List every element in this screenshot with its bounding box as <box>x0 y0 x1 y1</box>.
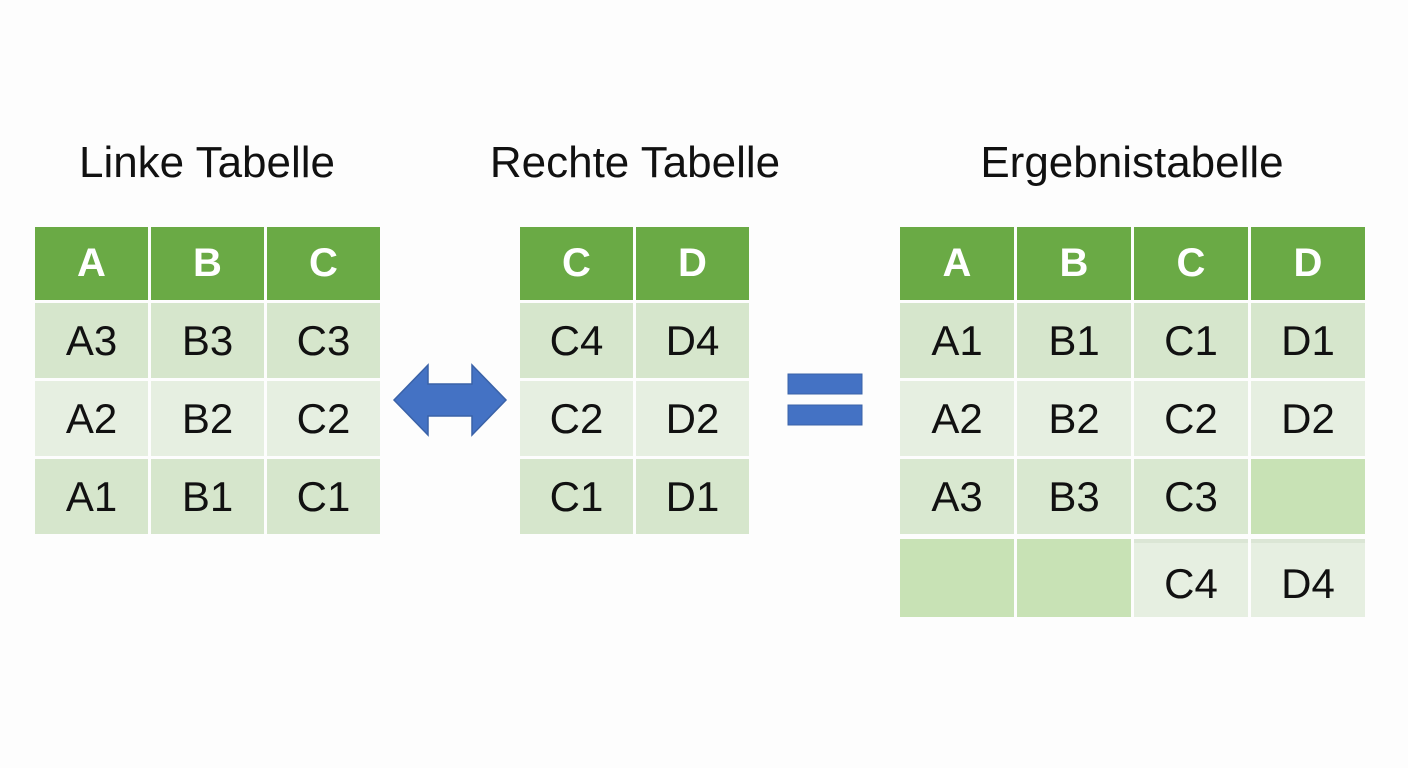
left-table: A B C A3 B3 C3 A2 B2 C2 A1 B1 C1 <box>35 227 380 534</box>
table-cell: C1 <box>520 459 633 534</box>
table-cell: C1 <box>267 459 380 534</box>
table-cell: D2 <box>636 381 749 456</box>
right-table-title: Rechte Tabelle <box>489 138 781 187</box>
table-cell: C2 <box>1134 381 1248 456</box>
table-cell: D1 <box>636 459 749 534</box>
result-table: A B C D A1 B1 C1 D1 A2 B2 C2 D2 A3 B3 C3… <box>900 227 1365 617</box>
table-cell: B2 <box>1017 381 1131 456</box>
table-cell: C1 <box>1134 303 1248 378</box>
empty-cell <box>900 539 1014 617</box>
empty-cell <box>1017 539 1131 617</box>
header-cell: C <box>1134 227 1248 300</box>
header-cell: C <box>520 227 633 300</box>
header-cell: A <box>900 227 1014 300</box>
header-cell: B <box>151 227 264 300</box>
header-cell: D <box>1251 227 1365 300</box>
table-cell: B1 <box>151 459 264 534</box>
table-cell: C4 <box>520 303 633 378</box>
right-table: C D C4 D4 C2 D2 C1 D1 <box>520 227 749 534</box>
table-cell: C3 <box>267 303 380 378</box>
table-cell: C4 <box>1134 539 1248 617</box>
table-cell: A3 <box>35 303 148 378</box>
table-cell: B2 <box>151 381 264 456</box>
table-cell: D4 <box>636 303 749 378</box>
table-cell: C2 <box>267 381 380 456</box>
header-cell: C <box>267 227 380 300</box>
header-cell: A <box>35 227 148 300</box>
table-cell: B3 <box>151 303 264 378</box>
empty-cell <box>1251 459 1365 534</box>
double-arrow-icon <box>392 363 508 437</box>
equals-icon <box>787 373 863 426</box>
table-cell: B1 <box>1017 303 1131 378</box>
table-cell: D1 <box>1251 303 1365 378</box>
table-cell: C2 <box>520 381 633 456</box>
table-cell: D4 <box>1251 539 1365 617</box>
table-cell: C3 <box>1134 459 1248 534</box>
table-cell: A1 <box>900 303 1014 378</box>
result-table-title: Ergebnistabelle <box>980 138 1284 187</box>
table-cell: A2 <box>35 381 148 456</box>
header-cell: D <box>636 227 749 300</box>
table-cell: A3 <box>900 459 1014 534</box>
table-cell: B3 <box>1017 459 1131 534</box>
table-cell: D2 <box>1251 381 1365 456</box>
table-cell: A1 <box>35 459 148 534</box>
header-cell: B <box>1017 227 1131 300</box>
table-cell: A2 <box>900 381 1014 456</box>
left-table-title: Linke Tabelle <box>78 138 336 187</box>
